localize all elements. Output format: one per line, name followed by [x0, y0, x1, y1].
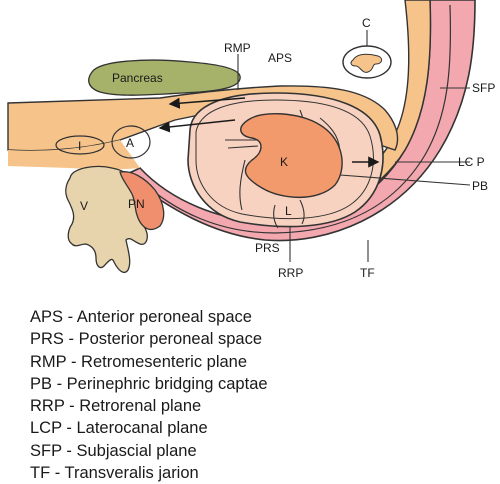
- label-sfp: SFP: [472, 81, 495, 95]
- anatomy-diagram: Pancreas RMP APS C SFP I A K LC P PB V P…: [7, 0, 495, 280]
- bowel-i: [55, 135, 105, 155]
- label-prs: PRS: [255, 241, 280, 255]
- arrow-middle: [158, 119, 236, 133]
- renal-fascia-inner-line: [195, 99, 374, 220]
- label-c: C: [362, 16, 371, 30]
- label-k: K: [280, 155, 288, 169]
- arrow-upper: [168, 97, 246, 109]
- legend-item: PRS - Posterior peroneal space: [30, 330, 263, 349]
- kidney: [240, 112, 343, 199]
- legend-item: APS - Anterior peroneal space: [30, 308, 252, 326]
- retroperitoneum-cross-section: Pancreas RMP APS C SFP I A K LC P PB V P…: [7, 0, 495, 280]
- colon-lumen: [350, 53, 383, 73]
- legend-item: LCP - Laterocanal plane: [30, 419, 208, 438]
- abbreviation-legend: APS - Anterior peroneal space PRS - Post…: [30, 306, 490, 484]
- label-tf: TF: [360, 266, 375, 280]
- legend-item: RMP - Retromesenteric plane: [30, 352, 248, 371]
- label-rrp: RRP: [278, 266, 303, 280]
- subfascial-plane-line: [139, 4, 452, 234]
- label-v: V: [80, 199, 88, 213]
- label-l: L: [285, 204, 292, 218]
- legend-item: RRP - Retrorenal plane: [30, 397, 202, 416]
- label-lcp: LC P: [458, 155, 485, 169]
- legend-item: TF - Transveralis jarion: [30, 464, 199, 483]
- pancreas-shape: [88, 59, 241, 96]
- label-a: A: [126, 136, 134, 150]
- bowel-a: [111, 125, 151, 159]
- posterior-fat-pocket: [8, 140, 140, 170]
- label-pancreas: Pancreas: [112, 71, 163, 85]
- label-pn: PN: [128, 197, 145, 211]
- label-aps: APS: [268, 51, 292, 65]
- label-rmp: RMP: [224, 41, 251, 55]
- label-pb: PB: [472, 179, 488, 193]
- psoas-region: [119, 171, 165, 231]
- label-i: I: [78, 139, 81, 153]
- legend-item: PB - Perinephric bridging captae: [30, 374, 268, 393]
- leader-pb: [339, 174, 471, 186]
- legend-item: SFP - Subjascial plane: [30, 441, 197, 460]
